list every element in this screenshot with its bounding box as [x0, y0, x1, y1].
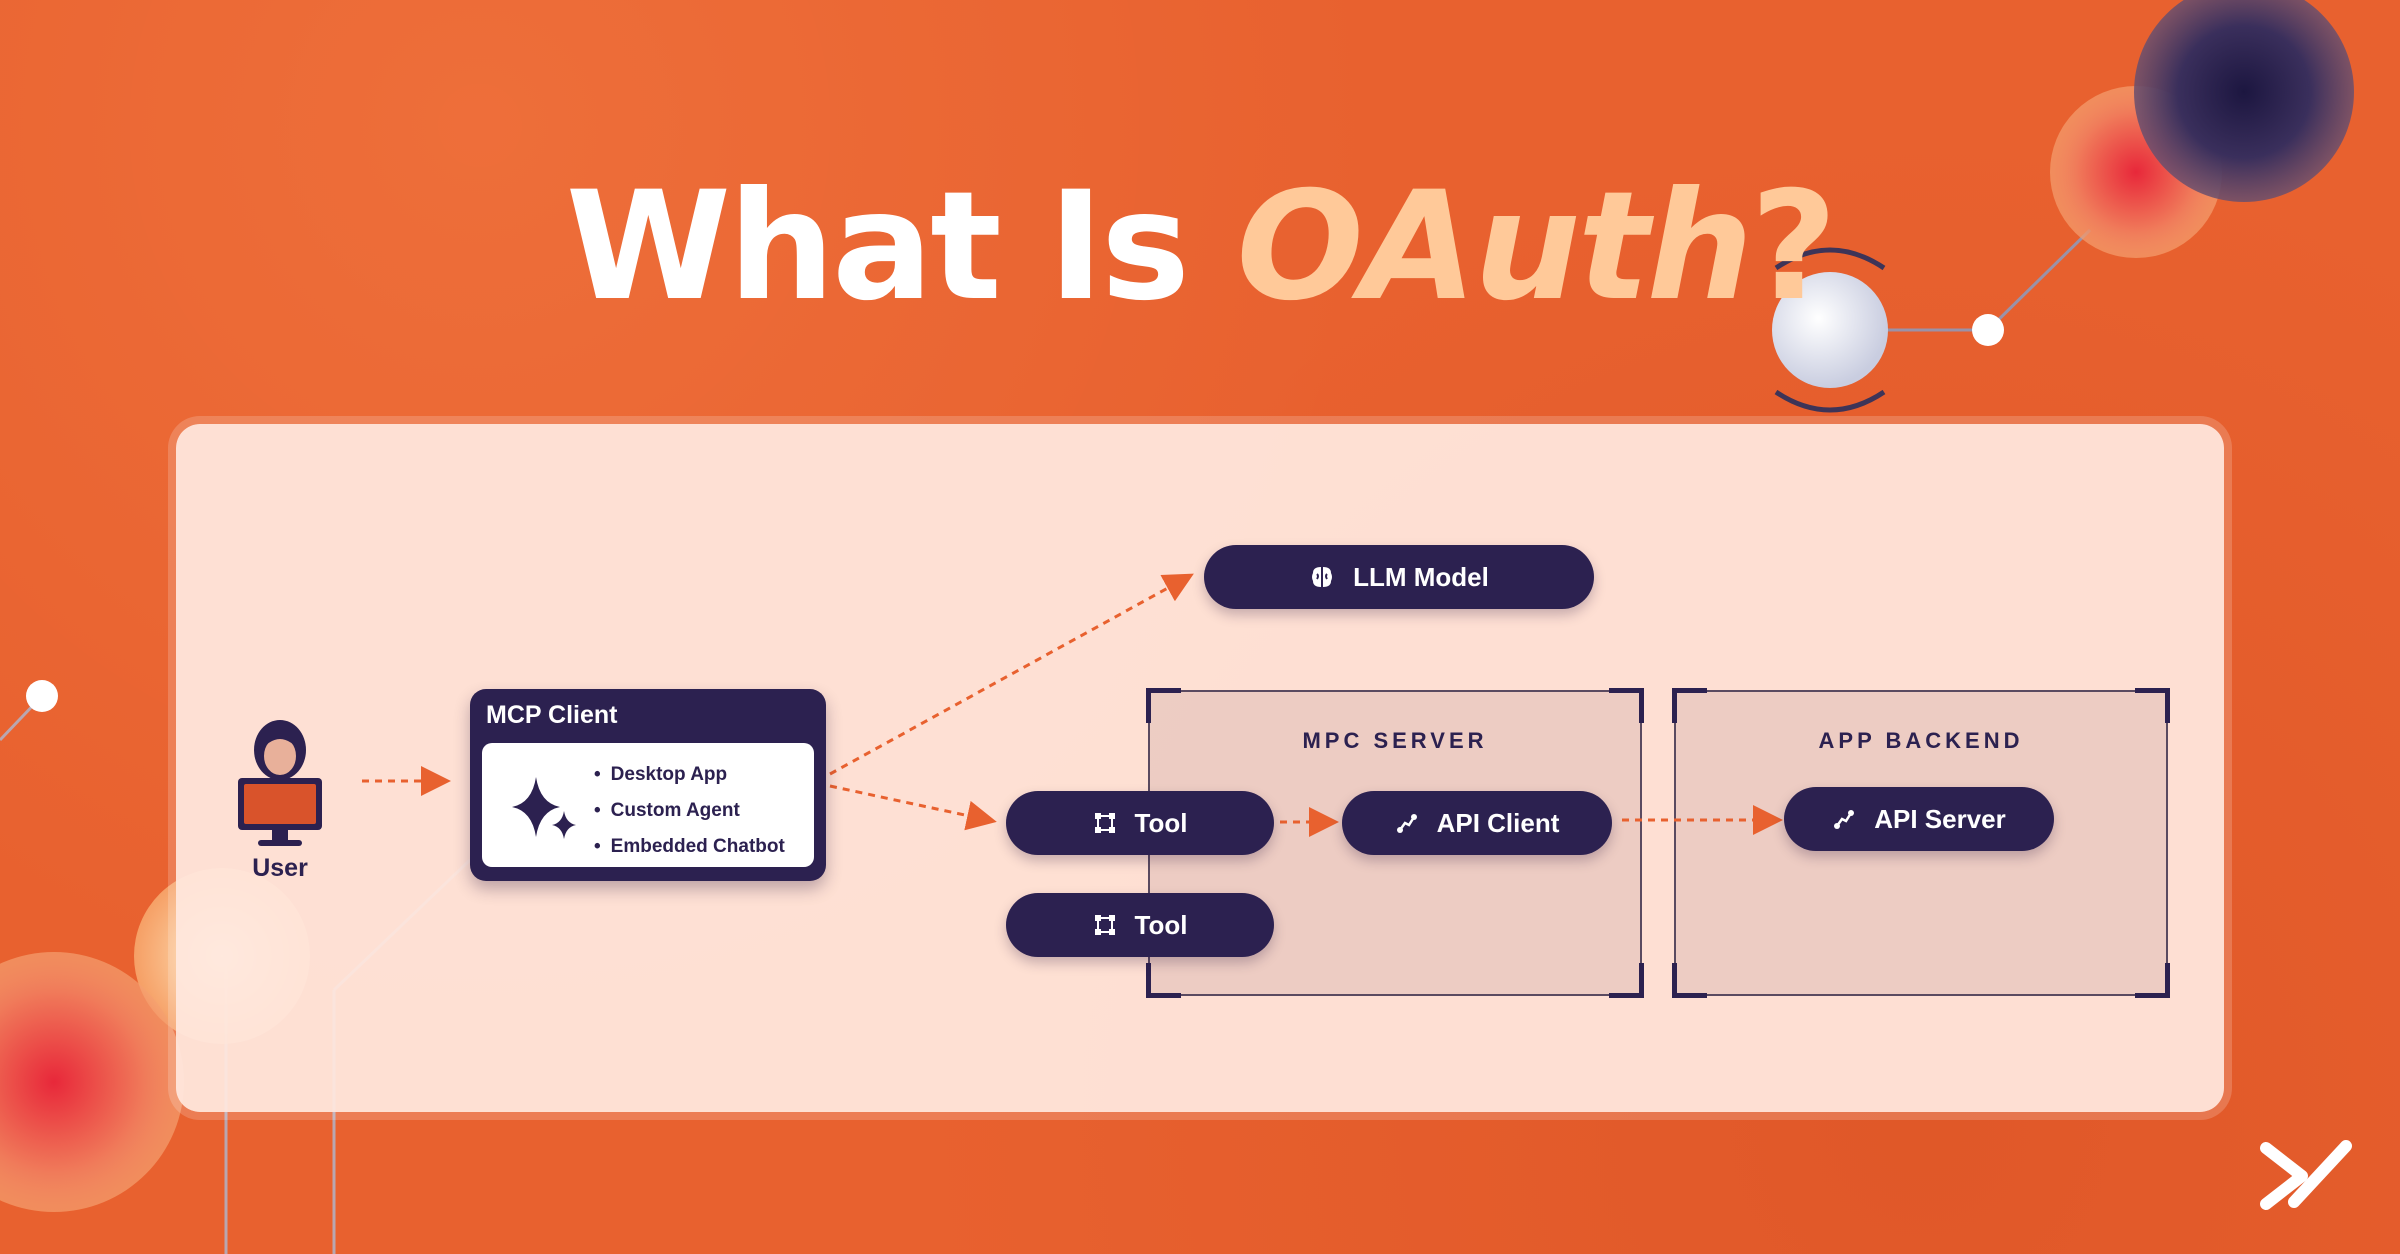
red-orb — [0, 952, 184, 1212]
connector-line — [1986, 228, 2092, 332]
llm-model-label: LLM Model — [1353, 561, 1489, 592]
tool-frame-icon — [1094, 813, 1115, 833]
page-title: What Is OAuth? — [0, 160, 2400, 334]
white-orb — [1772, 272, 1888, 388]
list-item: Embedded Chatbot — [594, 829, 785, 865]
user-at-monitor-icon — [238, 720, 322, 846]
tool-label: Tool — [1134, 807, 1188, 838]
llm-model-node: LLM Model — [1204, 545, 1594, 609]
sparkle-icon — [512, 777, 576, 839]
api-client-label: API Client — [1436, 807, 1560, 838]
app-backend-label: APP BACKEND — [1818, 728, 2024, 753]
x-brand-logo[interactable] — [2256, 1136, 2356, 1216]
title-prefix: What Is — [565, 160, 1237, 334]
box-corner — [1609, 963, 1644, 998]
mcp-client-list: Desktop App Custom Agent Embedded Chatbo… — [594, 757, 785, 865]
tool-node: Tool — [1006, 791, 1274, 855]
dark-orb — [2134, 0, 2354, 202]
tool-node: Tool — [1006, 893, 1274, 957]
title-suffix: ? — [1750, 160, 1837, 334]
box-corner — [1609, 688, 1644, 723]
user-label: User — [252, 854, 308, 882]
brain-icon — [1312, 567, 1333, 587]
user-node: User — [228, 714, 332, 894]
orbit-arc — [1774, 247, 1886, 271]
api-server-node: API Server — [1784, 787, 2054, 851]
api-client-node: API Client — [1342, 791, 1612, 855]
box-corner — [2135, 688, 2170, 723]
mcp-client-title: MCP Client — [486, 701, 618, 729]
box-corner — [2135, 963, 2170, 998]
box-corner — [1146, 963, 1181, 998]
title-accent: OAuth — [1236, 160, 1753, 334]
orbit-arc — [1774, 389, 1886, 413]
box-corner — [1672, 688, 1707, 723]
api-server-label: API Server — [1874, 803, 2006, 834]
list-item: Desktop App — [594, 757, 785, 793]
mpc-server-label: MPC SERVER — [1302, 728, 1488, 753]
api-icon — [1834, 810, 1855, 829]
tool-frame-icon — [1094, 915, 1115, 935]
list-item: Custom Agent — [594, 793, 785, 829]
mcp-client-node: MCP Client Desktop App Custom Agent Embe… — [470, 689, 826, 881]
node-dot — [26, 680, 58, 712]
mcp-client-card: Desktop App Custom Agent Embedded Chatbo… — [482, 743, 814, 867]
box-corner — [1146, 688, 1181, 723]
node-dot — [1972, 314, 2004, 346]
box-corner — [1672, 963, 1707, 998]
tool-label: Tool — [1134, 909, 1188, 940]
api-icon — [1396, 814, 1417, 833]
